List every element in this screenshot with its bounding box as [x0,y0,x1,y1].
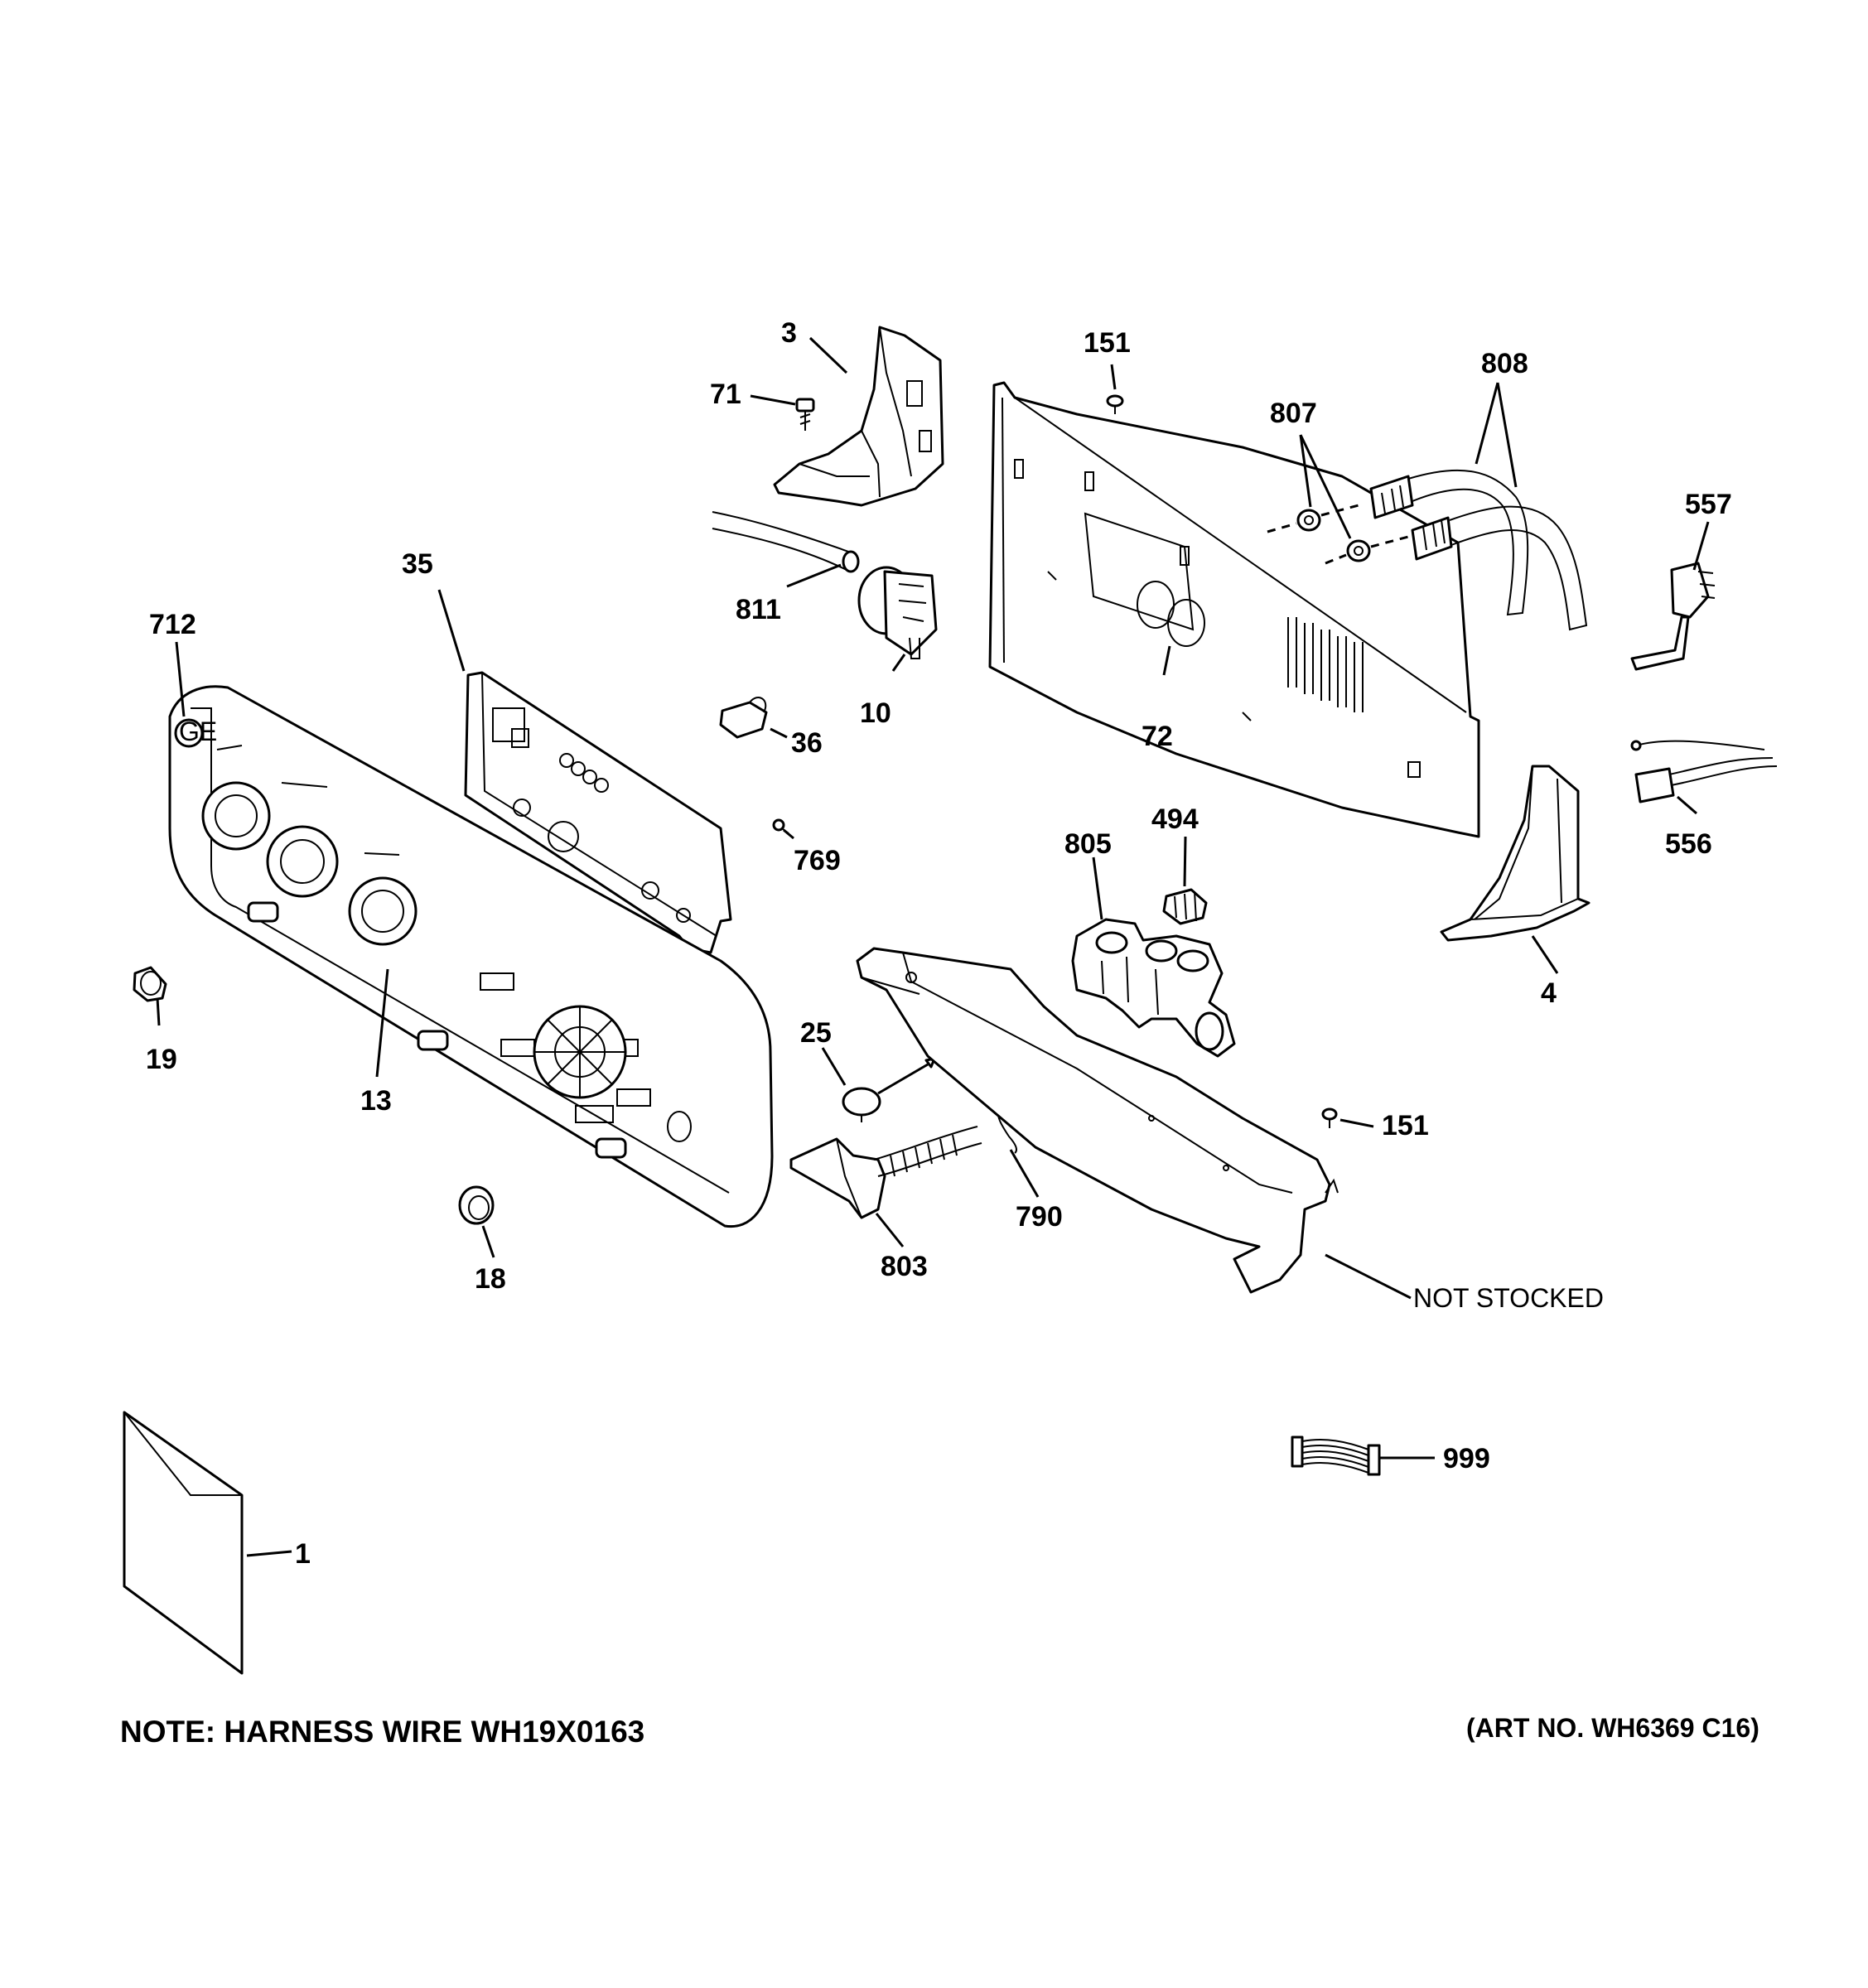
label-4: 4 [1541,977,1557,1009]
part-494-block [1162,888,1208,925]
label-769: 769 [794,845,841,876]
part-3-left-bracket [773,326,944,507]
label-72: 72 [1142,721,1173,752]
label-151-bottom: 151 [1382,1110,1429,1141]
label-494: 494 [1151,803,1199,835]
label-803: 803 [881,1251,928,1282]
part-1-literature [123,1411,244,1675]
part-556-connector [1630,740,1778,803]
label-807: 807 [1270,398,1317,429]
label-10: 10 [860,697,891,729]
part-25-plunger [842,1057,936,1122]
label-36: 36 [791,727,823,759]
part-557-switch [1630,562,1716,671]
part-13-control-panel: GE [168,685,774,1228]
label-19: 19 [146,1044,177,1075]
label-25: 25 [800,1017,832,1049]
part-808-fill-hoses [1369,469,1588,631]
part-4-right-bracket [1440,765,1590,942]
label-71: 71 [710,379,741,410]
note-art-number: (ART NO. WH6369 C16) [1466,1713,1759,1743]
part-36-clip [719,697,768,739]
label-1: 1 [295,1538,311,1570]
label-557: 557 [1685,489,1732,520]
label-151-top: 151 [1084,327,1131,359]
label-790: 790 [1016,1201,1063,1233]
label-556: 556 [1665,828,1712,860]
part-10-pressure-switch [857,566,938,659]
label-811: 811 [736,594,781,625]
part-72-backsplash-panel [988,381,1480,838]
part-151-screw-bottom [1321,1107,1338,1128]
label-999: 999 [1443,1443,1490,1474]
label-13: 13 [360,1085,392,1117]
part-71-screw [795,398,815,431]
label-808: 808 [1481,348,1528,379]
leader-lines [156,336,1710,1557]
label-not-stocked: NOT STOCKED [1413,1283,1604,1313]
label-805: 805 [1064,828,1112,860]
label-18: 18 [475,1263,506,1295]
part-151-screw-top [1106,394,1124,414]
part-803-hose-bracket [789,1126,982,1219]
part-811-hose [712,511,860,573]
svg-text:GE: GE [179,717,217,746]
label-3: 3 [781,317,797,349]
part-18-ring [458,1185,495,1225]
note-harness-wire: NOTE: HARNESS WIRE WH19X0163 [120,1715,645,1749]
part-19-knob [133,966,167,1002]
part-35-control-board [464,671,732,954]
label-712: 712 [149,609,196,640]
part-not-stocked-rail [856,947,1339,1294]
label-35: 35 [402,548,433,580]
part-999-wire-harness [1291,1436,1381,1476]
part-labels: 3 71 151 807 808 557 811 35 712 10 72 36… [146,317,1732,1570]
part-807-washers [1267,504,1409,565]
part-805-water-valve [1071,918,1236,1058]
